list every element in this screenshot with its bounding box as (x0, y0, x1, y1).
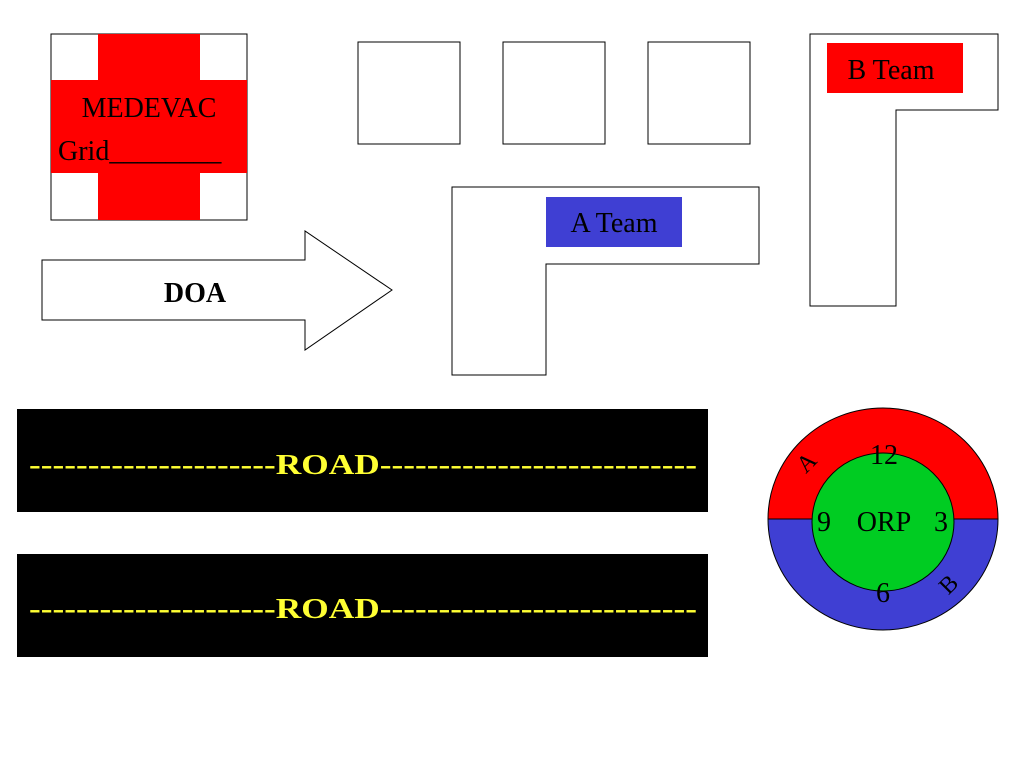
b-team-badge (827, 43, 963, 93)
medevac-label: MEDEVAC (82, 93, 217, 124)
doa-arrow-shape (41, 230, 393, 351)
medevac-cross-horizontal (51, 80, 247, 173)
orp-clock-9: 9 (817, 507, 831, 538)
orp-clock-3: 3 (934, 507, 948, 538)
a-team-label: A Team (571, 208, 658, 239)
a-team-l-shape (451, 186, 760, 376)
orp-clock-12: 12 (870, 440, 898, 471)
orp-center-label: ORP (857, 507, 911, 538)
b-team-l-shape (809, 33, 999, 307)
objective-square-3 (647, 41, 751, 145)
orp-diagram: 12 9 ORP 3 6 A B (767, 407, 999, 631)
doa-arrow: DOA (41, 230, 393, 351)
medevac-symbol: MEDEVAC Grid________ (50, 33, 248, 221)
orp-inner-circle (811, 452, 955, 592)
road-1: ---------------------ROAD---------------… (17, 409, 708, 512)
road-2-label: ---------------------ROAD---------------… (29, 594, 697, 625)
doa-label: DOA (164, 278, 227, 309)
b-team-position: B Team (809, 33, 999, 307)
road-2: ---------------------ROAD---------------… (17, 554, 708, 657)
road-1-label: ---------------------ROAD---------------… (29, 450, 697, 481)
objective-square-1 (357, 41, 461, 145)
objective-square-2 (502, 41, 606, 145)
medevac-grid-label: Grid________ (58, 136, 222, 167)
road-2-strip (17, 554, 708, 657)
orp-clock-6: 6 (876, 578, 890, 609)
b-team-label: B Team (848, 55, 935, 86)
a-team-position: A Team (451, 186, 760, 376)
a-team-badge (546, 197, 682, 247)
road-1-strip (17, 409, 708, 512)
